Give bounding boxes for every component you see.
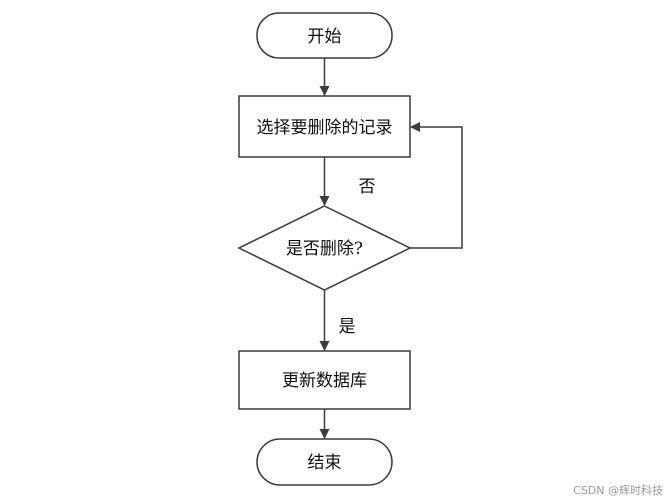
end-node: 结束	[256, 438, 393, 486]
select-record-label: 选择要删除的记录	[257, 118, 393, 138]
arrow-no-loop	[410, 122, 463, 249]
edge-no-label: 否	[359, 177, 376, 197]
end-label: 结束	[308, 453, 342, 473]
edge-yes-label: 是	[339, 317, 356, 337]
update-db-node: 更新数据库	[238, 350, 411, 410]
end-shape	[256, 438, 393, 486]
confirm-delete-node: 是否删除?	[237, 205, 412, 291]
select-record-node: 选择要删除的记录	[238, 95, 411, 158]
update-db-shape	[238, 350, 411, 410]
start-node: 开始	[256, 12, 393, 59]
update-db-label: 更新数据库	[282, 371, 367, 391]
select-record-shape	[238, 95, 411, 158]
confirm-delete-label: 是否删除?	[286, 239, 363, 259]
start-label: 开始	[308, 27, 342, 47]
watermark-text: CSDN @辉时科技	[573, 483, 663, 497]
